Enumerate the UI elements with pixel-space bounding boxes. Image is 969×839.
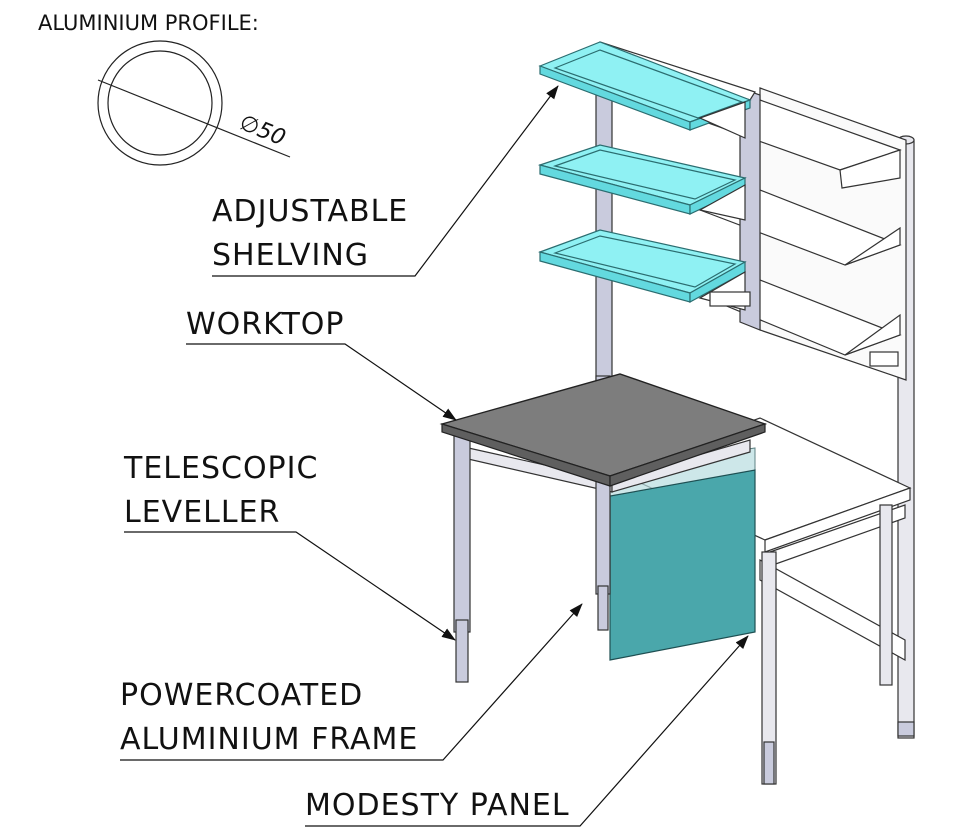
label-frame-1: POWERCOATED bbox=[120, 678, 363, 713]
leader-worktop bbox=[186, 343, 457, 421]
aluminium-profile-detail: ALUMINIUM PROFILE: ∅50 bbox=[38, 11, 291, 166]
label-worktop: WORKTOP bbox=[186, 307, 345, 342]
front-left-leg bbox=[453, 435, 471, 633]
profile-inner-circle bbox=[107, 50, 213, 156]
label-adjustable-shelving-2: SHELVING bbox=[212, 238, 369, 273]
front-left-leveller bbox=[455, 619, 469, 683]
label-frame-2: ALUMINIUM FRAME bbox=[120, 722, 418, 757]
front-desk bbox=[439, 373, 768, 683]
leader-telescopic-leveller bbox=[124, 531, 456, 641]
leader-modesty-panel bbox=[305, 635, 749, 827]
callouts: ADJUSTABLE SHELVING WORKTOP TELESCOPIC L… bbox=[120, 85, 749, 827]
profile-title: ALUMINIUM PROFILE: bbox=[38, 11, 259, 35]
profile-outer-circle bbox=[97, 40, 223, 166]
profile-dimension-line bbox=[97, 79, 291, 158]
leader-adjustable-shelving bbox=[212, 85, 559, 277]
label-modesty-panel: MODESTY PANEL bbox=[305, 788, 570, 823]
adjustable-shelves bbox=[537, 41, 756, 311]
label-adjustable-shelving-1: ADJUSTABLE bbox=[212, 194, 408, 229]
label-telescopic-leveller-1: TELESCOPIC bbox=[123, 451, 318, 486]
label-telescopic-leveller-2: LEVELLER bbox=[124, 495, 280, 530]
shelf-upright-post bbox=[595, 69, 613, 381]
leader-frame bbox=[120, 603, 583, 761]
front-right-leveller bbox=[597, 585, 609, 631]
modesty-panel bbox=[609, 469, 756, 661]
profile-diameter: ∅50 bbox=[236, 110, 289, 151]
